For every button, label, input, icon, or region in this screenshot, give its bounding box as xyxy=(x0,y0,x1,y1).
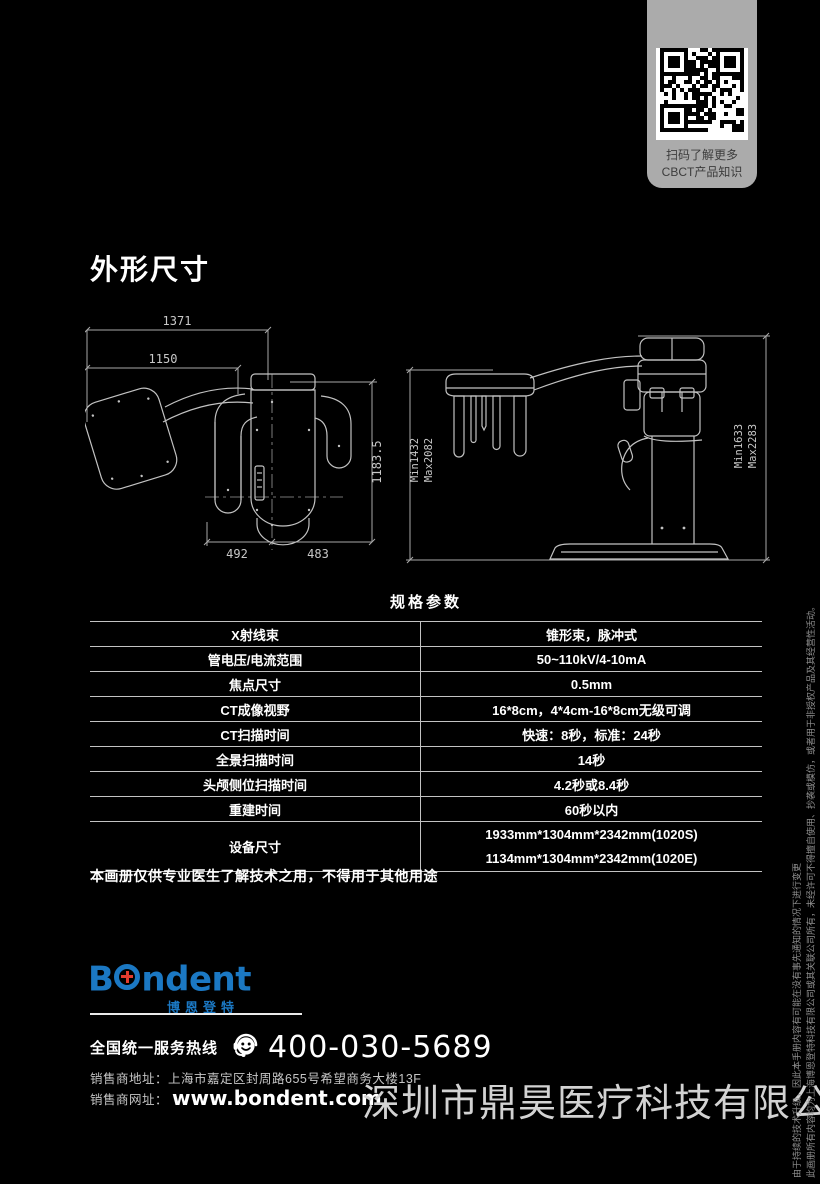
dim-492: 492 xyxy=(226,547,248,561)
hotline-row: 全国统一服务热线 400-030-5689 xyxy=(90,1030,493,1065)
dim-1150: 1150 xyxy=(149,352,178,366)
address-row: 销售商地址：上海市嘉定区封周路655号希望商务大楼13F xyxy=(90,1068,421,1087)
drawing-side-view: Min1432 Max2082 Min1633 Max2283 xyxy=(398,328,776,573)
spec-label: 重建时间 xyxy=(90,797,421,821)
spec-label: CT成像视野 xyxy=(90,697,421,721)
qr-panel: 扫码了解更多 CBCT产品知识 xyxy=(647,0,757,188)
brand-target-icon xyxy=(114,963,141,990)
table-row: 全景扫描时间 14秒 xyxy=(90,746,762,771)
spec-label: 管电压/电流范围 xyxy=(90,647,421,671)
table-row: CT扫描时间 快速：8秒，标准：24秒 xyxy=(90,721,762,746)
spec-value: 50~110kV/4-10mA xyxy=(536,651,647,667)
table-row: 设备尺寸 1933mm*1304mm*2342mm(1020S) 1134mm*… xyxy=(90,821,762,871)
spec-table: X射线束 锥形束，脉冲式 管电压/电流范围 50~110kV/4-10mA 焦点… xyxy=(90,621,762,872)
table-row: 焦点尺寸 0.5mm xyxy=(90,671,762,696)
table-row: X射线束 锥形束，脉冲式 xyxy=(90,621,762,646)
spec-value: 16*8cm，4*4cm-16*8cm无级可调 xyxy=(492,702,691,718)
spec-label: CT扫描时间 xyxy=(90,722,421,746)
spec-table-title: 规格参数 xyxy=(389,594,462,611)
dim-1183-5: 1183.5 xyxy=(370,440,384,483)
spec-value: 快速：8秒，标准：24秒 xyxy=(522,727,661,743)
section-title: 外形尺寸 xyxy=(90,254,211,285)
brand-name-suffix: ndent xyxy=(141,959,251,1000)
spec-label: 头颅侧位扫描时间 xyxy=(90,772,421,796)
footer-divider xyxy=(90,1013,302,1015)
spec-label: 焦点尺寸 xyxy=(90,672,421,696)
address-value: 上海市嘉定区封周路655号希望商务大楼13F xyxy=(168,1072,422,1086)
spec-value-line2: 1134mm*1304mm*2342mm(1020E) xyxy=(485,850,698,866)
table-row: 重建时间 60秒以内 xyxy=(90,796,762,821)
hotline-number: 400-030-5689 xyxy=(268,1030,493,1065)
website-row: 销售商网址： www.bondent.com xyxy=(90,1086,382,1110)
table-row: CT成像视野 16*8cm，4*4cm-16*8cm无级可调 xyxy=(90,696,762,721)
website-value: www.bondent.com xyxy=(172,1086,382,1110)
side-note-revision: 由于持续的技术升级，因此本手册内容有可能在没有事先通知的情况下进行变更 xyxy=(790,602,804,1178)
spec-value: 锥形束，脉冲式 xyxy=(545,627,637,643)
dim-483: 483 xyxy=(307,547,329,561)
spec-label: 全景扫描时间 xyxy=(90,747,421,771)
spec-label: X射线束 xyxy=(90,622,421,646)
qr-code xyxy=(656,48,748,140)
address-label: 销售商地址： xyxy=(90,1072,169,1086)
spec-value-line1: 1933mm*1304mm*2342mm(1020S) xyxy=(485,826,698,842)
spec-value: 14秒 xyxy=(577,752,606,768)
spec-value: 0.5mm xyxy=(570,676,613,692)
qr-caption: 扫码了解更多 CBCT产品知识 xyxy=(647,147,757,181)
qr-code-icon xyxy=(660,48,744,132)
side-note-copyright: 此画册所有内容均为上海博恩登特科技有限公司或其关联公司所有，未经许可不得擅自使用… xyxy=(804,602,818,1178)
brand-cn-name: 博恩登特 xyxy=(167,1000,240,1015)
side-note-line2: 由于持续的技术升级，因此本手册内容有可能在没有事先通知的情况下进行变更 xyxy=(792,862,802,1178)
table-row: 头颅侧位扫描时间 4.2秒或8.4秒 xyxy=(90,771,762,796)
dim-min1633: Min1633 xyxy=(733,424,745,468)
website-label: 销售商网址： xyxy=(90,1092,169,1107)
spec-label: 设备尺寸 xyxy=(90,822,421,871)
side-note-line1: 此画册所有内容均为上海博恩登特科技有限公司或其关联公司所有，未经许可不得擅自使用… xyxy=(806,601,816,1178)
spec-value: 4.2秒或8.4秒 xyxy=(553,777,630,793)
dim-max2283: Max2283 xyxy=(747,424,759,468)
table-row: 管电压/电流范围 50~110kV/4-10mA xyxy=(90,646,762,671)
watermark-company: 深圳市鼎昊医疗科技有限公司 xyxy=(362,1083,820,1125)
qr-caption-line1: 扫码了解更多 xyxy=(665,148,738,162)
dim-min1432: Min1432 xyxy=(409,438,421,482)
disclaimer-text: 本画册仅供专业医生了解技术之用，不得用于其他用途 xyxy=(90,868,438,884)
drawing-top-view: 1371 1150 1183.5 492 483 xyxy=(83,310,390,573)
dim-1371: 1371 xyxy=(163,314,192,328)
spec-value: 60秒以内 xyxy=(564,802,619,818)
spec-value: 1933mm*1304mm*2342mm(1020S) 1134mm*1304m… xyxy=(421,822,762,871)
hotline-label: 全国统一服务热线 xyxy=(90,1040,219,1057)
dim-max2082: Max2082 xyxy=(423,438,435,482)
headset-smiley-icon xyxy=(232,1032,260,1063)
qr-caption-line2: CBCT产品知识 xyxy=(661,165,743,179)
brand-name-prefix: B xyxy=(88,959,114,1000)
